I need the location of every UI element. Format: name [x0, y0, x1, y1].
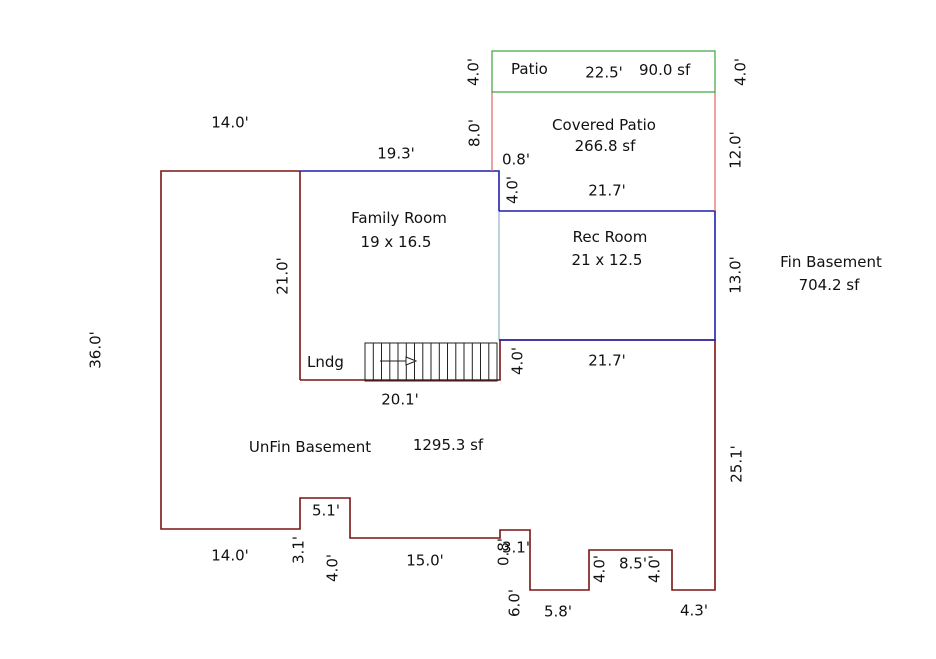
dim-step-small-a: 0.8' [495, 538, 513, 566]
patio-label: Patio [511, 60, 548, 78]
dim-bottom-15: 15.0' [406, 552, 444, 570]
rec-room-outline [499, 210, 716, 341]
dim-stair-right-vert: 4.0' [509, 347, 527, 375]
unfin-basement-area: 1295.3 sf [413, 436, 484, 454]
patio-area: 90.0 sf [639, 61, 691, 79]
covered-patio-label: Covered Patio [552, 116, 656, 134]
dim-bump-right: 4.0' [646, 555, 664, 583]
staircase [364, 342, 498, 382]
covered-patio-outline [491, 92, 716, 211]
dim-bump-left: 4.0' [591, 555, 609, 583]
dim-bump-top: 8.5' [619, 555, 647, 573]
dim-patio-right: 4.0' [732, 58, 750, 86]
dim-notch-drop: 4.0' [324, 554, 342, 582]
dim-family-left: 21.0' [274, 257, 292, 295]
unfin-basement-outline [160, 170, 716, 591]
family-room-label: Family Room [351, 209, 447, 227]
dim-covered-small: 0.8' [502, 151, 530, 169]
family-room-size: 19 x 16.5 [361, 233, 432, 251]
fin-basement-area: 704.2 sf [799, 276, 861, 294]
fin-basement-label: Fin Basement [780, 253, 882, 271]
dim-overall-left: 36.0' [87, 331, 105, 369]
dim-step-drop-6: 6.0' [506, 589, 524, 617]
dim-family-bottom: 20.1' [381, 391, 419, 409]
dim-bottom-right-4-3: 4.3' [680, 602, 708, 620]
dim-covered-left: 8.0' [466, 119, 484, 147]
covered-patio-area: 266.8 sf [575, 137, 637, 155]
dim-notch-left: 3.1' [290, 536, 308, 564]
landing-label: Lndg [307, 353, 344, 371]
dim-top-left-14: 14.0' [211, 114, 249, 132]
dim-right-lower: 25.1' [728, 445, 746, 483]
dim-step-small-b: 3.1' [502, 539, 530, 557]
dim-rec-bottom: 21.7' [588, 352, 626, 370]
dim-covered-right: 12.0' [727, 131, 745, 169]
patio-outline [491, 50, 716, 93]
dim-covered-small-vert: 4.0' [504, 176, 522, 204]
rec-room-size: 21 x 12.5 [572, 251, 643, 269]
dim-bottom-5-8: 5.8' [544, 603, 572, 621]
dim-rec-top: 21.7' [588, 182, 626, 200]
dim-bottom-left-14: 14.0' [211, 547, 249, 565]
rec-room-label: Rec Room [573, 228, 648, 246]
unfin-basement-label: UnFin Basement [249, 438, 371, 456]
dim-patio-left: 4.0' [465, 58, 483, 86]
family-room-outline [300, 170, 500, 211]
dim-patio-width: 22.5' [585, 64, 623, 82]
dim-family-top: 19.3' [377, 145, 415, 163]
dim-notch-top: 5.1' [312, 502, 340, 520]
dim-rec-right: 13.0' [727, 256, 745, 294]
